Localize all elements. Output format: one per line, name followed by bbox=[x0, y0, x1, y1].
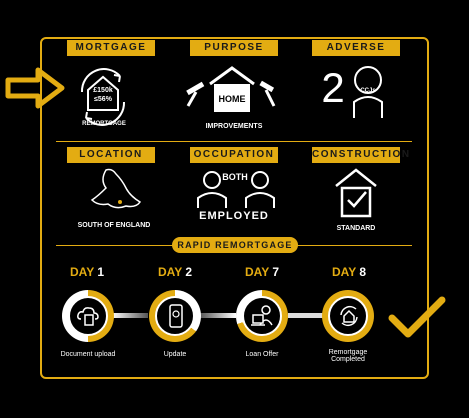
header-construction: CONSTRUCTION bbox=[312, 147, 409, 163]
timeline-connector-3 bbox=[288, 313, 324, 318]
header-mortgage: MORTGAGE bbox=[67, 40, 155, 56]
adverse-number: 2 bbox=[321, 64, 345, 111]
two-people-icon bbox=[197, 171, 275, 208]
day-label-8: DAY 8 bbox=[332, 265, 366, 279]
step-caption-2: Update bbox=[163, 351, 187, 358]
day-word: DAY bbox=[158, 265, 183, 279]
cloud-document-icon bbox=[77, 307, 99, 326]
step-caption-4: Remortgage Completed bbox=[328, 349, 368, 363]
phone-update-icon bbox=[169, 304, 183, 328]
mortgage-amount: £150k bbox=[93, 87, 113, 94]
info-panel bbox=[40, 37, 429, 379]
day-number: 8 bbox=[359, 265, 367, 279]
house-refresh-icon bbox=[340, 305, 358, 327]
laptop-person-icon bbox=[251, 305, 273, 326]
header-location: LOCATION bbox=[67, 147, 155, 163]
construction-caption: STANDARD bbox=[336, 225, 376, 232]
purpose-caption: IMPROVEMENTS bbox=[205, 123, 263, 130]
divider-top bbox=[56, 141, 412, 142]
day-word: DAY bbox=[70, 265, 95, 279]
step-ring-2 bbox=[149, 290, 201, 342]
header-purpose: PURPOSE bbox=[190, 40, 278, 56]
day-word: DAY bbox=[245, 265, 270, 279]
day-label-2: DAY 2 bbox=[158, 265, 192, 279]
adverse-badge: CCJs bbox=[360, 88, 376, 94]
timeline-connector-1 bbox=[112, 313, 148, 318]
step-ring-inner bbox=[155, 296, 195, 336]
home-improvements-icon bbox=[186, 66, 276, 112]
step-ring-inner bbox=[242, 296, 282, 336]
rapid-remortgage-title: RAPID REMORTGAGE bbox=[172, 237, 298, 253]
day-label-1: DAY 1 bbox=[70, 265, 104, 279]
remortgage-house-icon bbox=[80, 68, 126, 126]
checkmark-icon bbox=[388, 296, 446, 338]
step-caption-3: Loan Offer bbox=[245, 351, 279, 358]
day-label-7: DAY 7 bbox=[245, 265, 279, 279]
mortgage-ltv: ≤56% bbox=[94, 96, 112, 103]
timeline-connector-2 bbox=[200, 313, 236, 318]
occupation-badge: BOTH bbox=[222, 172, 248, 182]
header-occupation: OCCUPATION bbox=[190, 147, 278, 163]
purpose-badge: HOME bbox=[218, 94, 246, 104]
day-number: 1 bbox=[97, 265, 105, 279]
day-number: 2 bbox=[185, 265, 193, 279]
occupation-caption: EMPLOYED bbox=[199, 210, 269, 222]
england-map-icon bbox=[90, 168, 142, 209]
day-word: DAY bbox=[332, 265, 357, 279]
day-number: 7 bbox=[272, 265, 280, 279]
house-check-icon bbox=[335, 168, 377, 218]
step-caption-1: Document upload bbox=[60, 351, 116, 358]
ccj-person-icon bbox=[353, 66, 383, 118]
mortgage-caption: REMORTGAGE bbox=[82, 121, 126, 127]
arrow-right-icon bbox=[5, 67, 65, 109]
location-caption: SOUTH OF ENGLAND bbox=[77, 222, 151, 229]
step-ring-4 bbox=[322, 290, 374, 342]
header-adverse: ADVERSE bbox=[312, 40, 400, 56]
step-ring-inner bbox=[328, 296, 368, 336]
